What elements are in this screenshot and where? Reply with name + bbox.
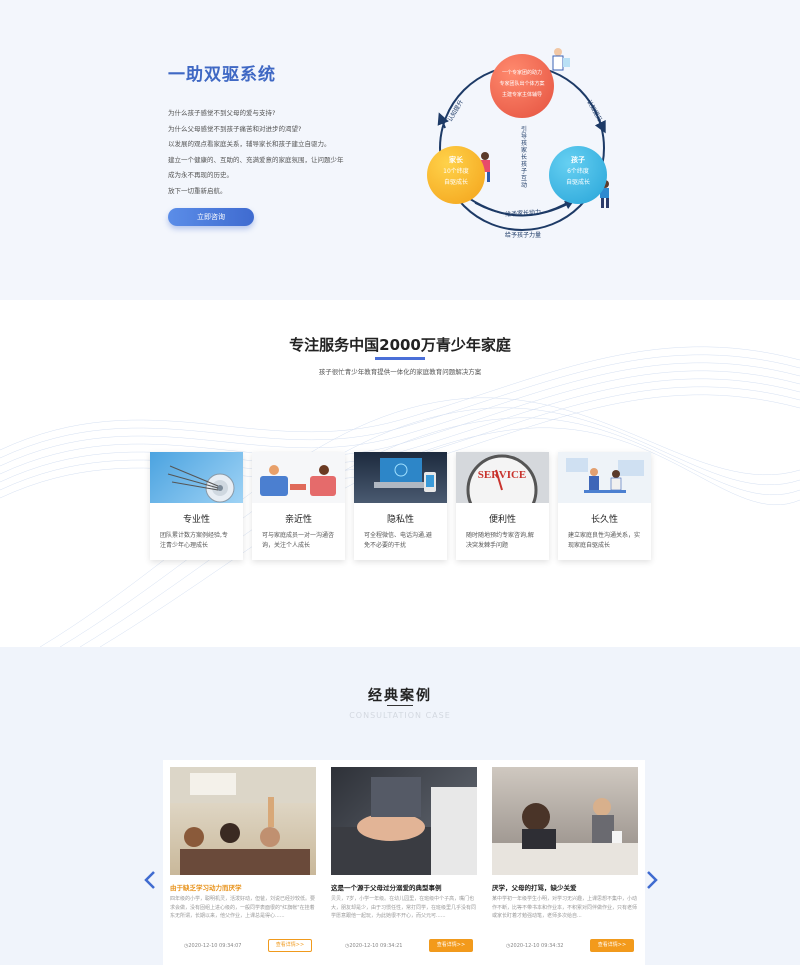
consult-now-button[interactable]: 立即咨询	[168, 208, 254, 226]
clock-icon: ◷	[184, 943, 189, 949]
case-card[interactable]: 这是一个源于父母过分溺爱的典型事例 贝贝，7岁，小学一年级。在幼儿园里，在班级中…	[331, 767, 477, 957]
view-details-button[interactable]: 查看详情>>	[429, 939, 473, 952]
feature-name: 隐私性	[386, 515, 414, 525]
family-chat-image	[558, 452, 651, 503]
consultation-image	[252, 452, 345, 503]
chevron-left-icon[interactable]	[143, 870, 157, 890]
feature-name: 亲近性	[284, 515, 312, 525]
arc-label-bottom-outer: 给予孩子力量	[505, 232, 542, 239]
services-section: 专注服务中国2000万青少年家庭 孩子很忙青少年教育提供一体化的家庭教育问题解决…	[0, 300, 800, 647]
child-circle: 孩子 6个纬度 自驱成长	[549, 146, 607, 204]
feature-name: 长久性	[590, 515, 618, 525]
intro-text: 为什么孩子感觉不到父母的爱与支持? 为什么父母感觉不到孩子痛苦和对进步的渴望? …	[168, 106, 408, 200]
case-date: ◷2020-12-10 09:34:07	[184, 943, 242, 949]
target-arrows-image	[150, 452, 243, 503]
case-date: ◷2020-12-10 09:34:21	[345, 943, 403, 949]
feature-desc: 随时随地预约专家咨询,解决突发棘手问题	[466, 532, 534, 549]
view-details-button[interactable]: 查看详情>>	[590, 939, 634, 952]
feature-card-convenience[interactable]: SERVICE 便利性 随时随地预约专家咨询,解决突发棘手问题	[456, 452, 549, 560]
case-desc: 贝贝，7岁，小学一年级。在幼儿园里，在班级中个子高，嘴门也大，朋友却是少，由于习…	[331, 896, 477, 919]
case-desc: 四年级的小学，聪明机灵，活泼好动，但爸，刘说已经抄较低。要求会做，没有固组上进心…	[170, 896, 316, 919]
intro-line: 以发展的观点看家庭关系，辅导家长和孩子建立自驱力。	[168, 140, 331, 149]
feature-card-intimacy[interactable]: 亲近性 可与家庭成员一对一沟通咨询，关注个人成长	[252, 452, 345, 560]
title-underline	[387, 705, 413, 706]
case-card[interactable]: 由于缺乏学习动力而厌学 四年级的小学，聪明机灵，活泼好动，但爸，刘说已经抄较低。…	[170, 767, 316, 957]
clock-icon: ◷	[506, 943, 511, 949]
case-title: 由于缺乏学习动力而厌学	[170, 884, 242, 892]
parent-hands-image	[331, 767, 477, 875]
intro-line: 为什么父母感觉不到孩子痛苦和对进步的渴望?	[168, 124, 302, 133]
view-details-button[interactable]: 查看详情>>	[268, 939, 312, 952]
cases-section: 经典案例 CONSULTATION CASE 由于缺乏学习动力而厌学 四年级的小…	[0, 647, 800, 965]
intro-line: 建立一个健康的、互助的、充满爱意的家庭氛围，让问题少年	[168, 155, 344, 164]
security-laptop-image	[354, 452, 447, 503]
clock-icon: ◷	[345, 943, 350, 949]
intro-line: 放下一切重新启航。	[168, 186, 227, 195]
case-date: ◷2020-12-10 09:34:32	[506, 943, 564, 949]
feature-name: 便利性	[488, 515, 516, 525]
cases-title: 经典案例	[368, 688, 432, 704]
case-card[interactable]: 厌学，父母的打骂，缺少关爱 某中学初一年级学生小明，对学习无兴趣，上课思想不集中…	[492, 767, 638, 957]
parent-circle: 家长 10个纬度 自驱成长	[427, 146, 485, 204]
title-underline	[375, 357, 425, 360]
feature-desc: 可全程微信、电话沟通,避免不必要的干扰	[364, 532, 432, 549]
feature-card-privacy[interactable]: 隐私性 可全程微信、电话沟通,避免不必要的干扰	[354, 452, 447, 560]
intro-title: 一助双驱系统	[168, 65, 276, 85]
expert-figure-icon	[552, 48, 570, 71]
intro-section: 一助双驱系统 为什么孩子感觉不到父母的爱与支持? 为什么父母感觉不到孩子痛苦和对…	[0, 0, 800, 300]
feature-card-professional[interactable]: 专业性 团队累计数方案例经验,专注青少年心理成长	[150, 452, 243, 560]
feature-card-longevity[interactable]: 长久性 建立家庭良性沟通关系，实现家庭自驱成长	[558, 452, 651, 560]
feature-desc: 建立家庭良性沟通关系，实现家庭自驱成长	[568, 532, 641, 549]
services-title: 专注服务中国2000万青少年家庭	[289, 336, 511, 354]
chevron-right-icon[interactable]	[645, 870, 659, 890]
center-label: 引导孩家长孩子互动	[520, 126, 527, 189]
dual-drive-diagram: 一个专家团的助力 专家团队出个体方案 主建专家主体辅导 家长 10个纬度 自驱成…	[415, 38, 640, 248]
intro-line: 为什么孩子感觉不到父母的爱与支持?	[168, 109, 276, 117]
feature-name: 专业性	[182, 515, 210, 525]
case-title: 厌学，父母的打骂，缺少关爱	[492, 884, 577, 892]
case-title: 这是一个源于父母过分溺爱的典型事例	[331, 884, 442, 892]
cases-subtitle-en: CONSULTATION CASE	[349, 711, 451, 720]
svg-text:SERVICE: SERVICE	[478, 469, 527, 481]
classroom-image	[170, 767, 316, 875]
intro-line: 成为永不再现的历史。	[168, 171, 233, 180]
expert-team-circle: 一个专家团的助力 专家团队出个体方案 主建专家主体辅导	[490, 54, 554, 118]
case-desc: 某中学初一年级学生小明，对学习无兴趣，上课思想不集中，小动作不断，比等不带书本和…	[492, 896, 638, 919]
services-subtitle: 孩子很忙青少年教育提供一体化的家庭教育问题解决方案	[318, 368, 482, 376]
stressed-student-image	[492, 767, 638, 875]
feature-desc: 可与家庭成员一对一沟通咨询，关注个人成长	[262, 532, 335, 549]
service-compass-image: SERVICE	[456, 452, 549, 503]
feature-desc: 团队累计数方案例经验,专注青少年心理成长	[160, 532, 228, 549]
